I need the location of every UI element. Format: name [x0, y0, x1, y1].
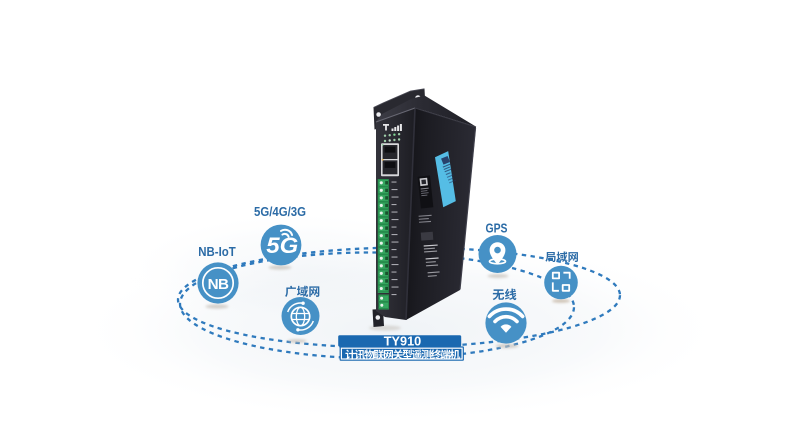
svg-text:TY910: TY910 [384, 335, 422, 349]
svg-text:5G/4G/3G: 5G/4G/3G [254, 204, 306, 219]
svg-text:NB-IoT: NB-IoT [198, 244, 236, 259]
svg-text:GPS: GPS [486, 221, 508, 236]
svg-text:5G: 5G [266, 233, 298, 258]
svg-text:NB: NB [208, 276, 229, 293]
